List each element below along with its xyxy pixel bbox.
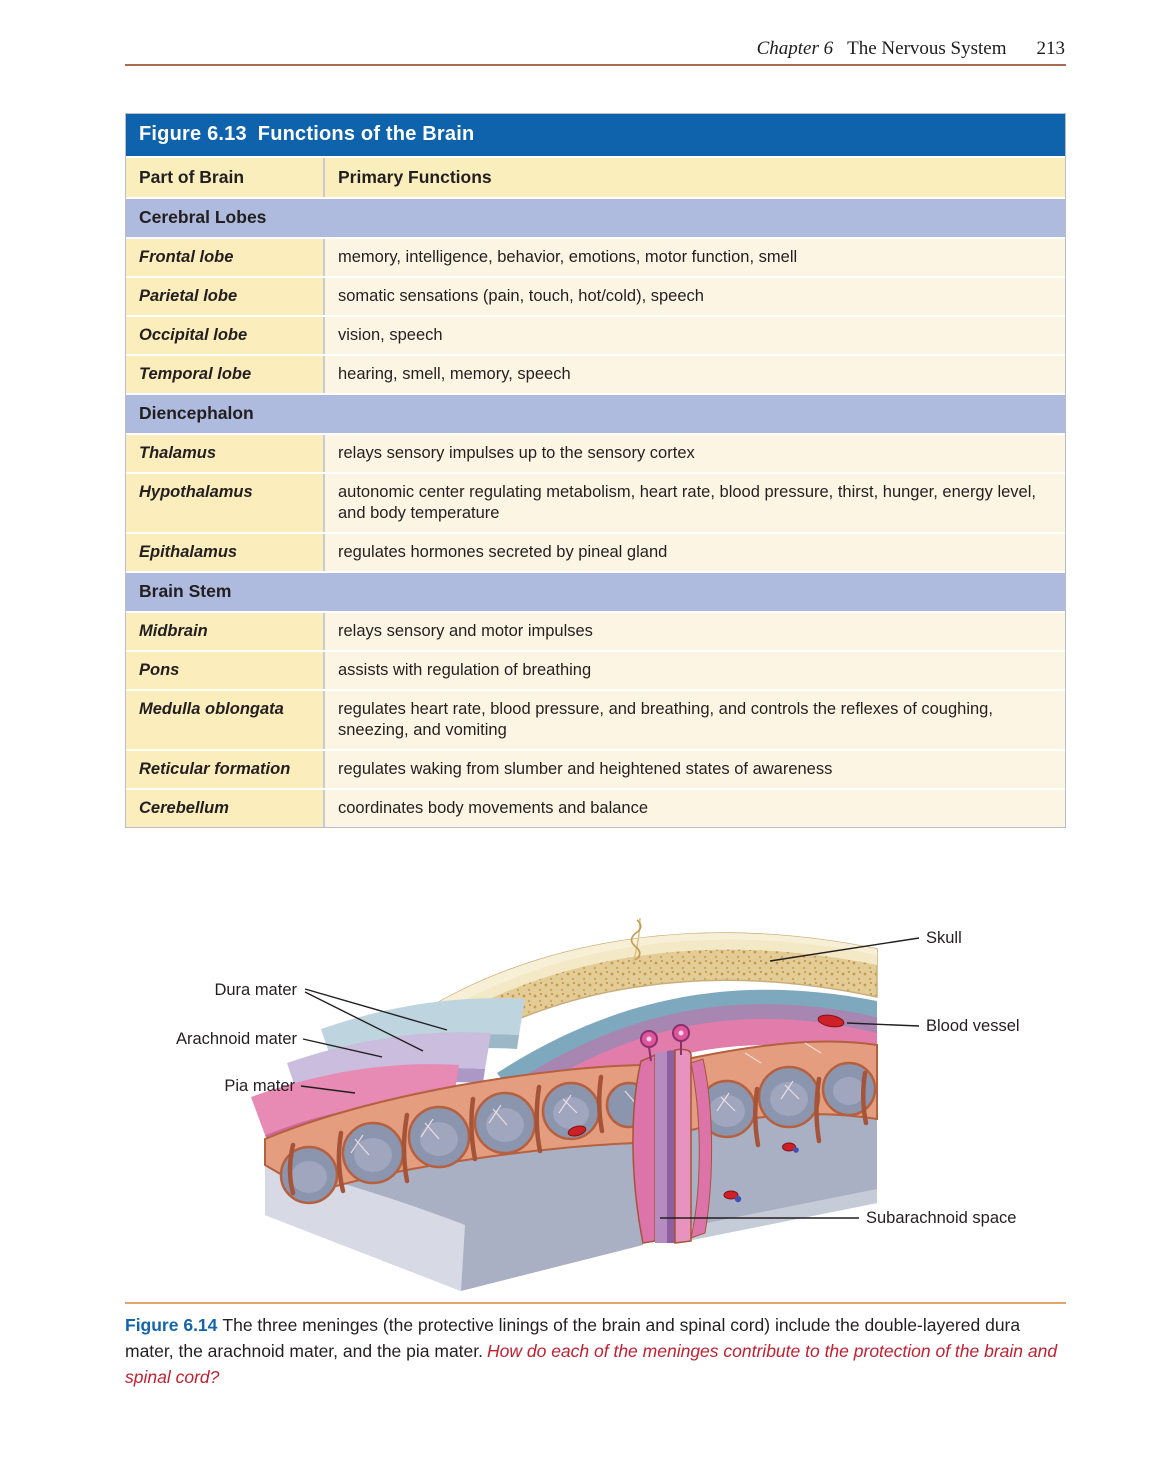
page-number: 213 — [1036, 38, 1066, 59]
chapter-label: Chapter 6 — [756, 38, 834, 59]
header-rule — [125, 64, 1066, 66]
arachnoid-leader — [302, 1038, 383, 1058]
label-skull: Skull — [926, 929, 962, 947]
label-blood-vessel: Blood vessel — [926, 1017, 1020, 1035]
fissure — [632, 1024, 713, 1244]
primary-functions-cell: relays sensory and motor impulses — [325, 613, 1065, 650]
primary-functions-cell: autonomic center regulating metabolism, … — [325, 474, 1065, 532]
suture-line — [630, 919, 642, 961]
primary-functions-cell: coordinates body movements and balance — [325, 790, 1065, 827]
primary-functions-cell: vision, speech — [325, 317, 1065, 354]
trabeculae — [350, 1042, 822, 1156]
leader-lines — [300, 937, 920, 1219]
primary-functions-cell: regulates waking from slumber and height… — [325, 751, 1065, 788]
column-header-part-of-brain: Part of Brain — [126, 158, 325, 197]
table-header-row: Part of Brain Primary Functions — [126, 156, 1065, 197]
primary-functions-cell: assists with regulation of breathing — [325, 652, 1065, 689]
caption-text: The three meninges (the protective linin… — [125, 1315, 1021, 1361]
chapter-title: The Nervous System — [847, 38, 1007, 59]
label-pia-mater: Pia mater — [224, 1077, 295, 1095]
part-of-brain-cell: Medulla oblongata — [126, 691, 325, 749]
arachnoid-band — [507, 1004, 877, 1103]
column-header-primary-functions: Primary Functions — [338, 167, 492, 187]
primary-functions-cell: memory, intelligence, behavior, emotions… — [325, 239, 1065, 276]
pia-leader — [300, 1085, 356, 1094]
label-arachnoid-mater: Arachnoid mater — [176, 1030, 298, 1048]
primary-functions-cell: regulates hormones secreted by pineal gl… — [325, 534, 1065, 571]
blood-vessels — [567, 1014, 845, 1203]
blood-vessel-leader — [846, 1022, 920, 1027]
caption-question: How do each of the meninges contribute t… — [125, 1341, 1058, 1387]
primary-functions-cell: hearing, smell, memory, speech — [325, 356, 1065, 393]
sulci — [287, 1070, 869, 1196]
section-header-diencephalon: Diencephalon — [126, 393, 1065, 433]
label-subarachnoid-space: Subarachnoid space — [866, 1209, 1016, 1227]
table-title-text: Functions of the Brain — [257, 123, 475, 145]
section-header-brain-stem: Brain Stem — [126, 571, 1065, 611]
part-of-brain-cell: Temporal lobe — [126, 356, 325, 393]
skull-leader — [769, 937, 920, 962]
part-of-brain-cell: Pons — [126, 652, 325, 689]
primary-functions-cell: somatic sensations (pain, touch, hot/col… — [325, 278, 1065, 315]
part-of-brain-cell: Epithalamus — [126, 534, 325, 571]
figure-6-13-table: Figure 6.13 Functions of the Brain Part o… — [125, 113, 1066, 828]
part-of-brain-cell: Midbrain — [126, 613, 325, 650]
primary-functions-cell: regulates heart rate, blood pressure, an… — [325, 691, 1065, 749]
part-of-brain-cell: Thalamus — [126, 435, 325, 472]
label-dura-mater: Dura mater — [214, 981, 297, 999]
primary-functions-cell: relays sensory impulses up to the sensor… — [325, 435, 1065, 472]
part-of-brain-cell: Cerebellum — [126, 790, 325, 827]
section-header-cerebral-lobes: Cerebral Lobes — [126, 197, 1065, 237]
part-of-brain-cell: Occipital lobe — [126, 317, 325, 354]
table-title-bar: Figure 6.13 Functions of the Brain — [126, 114, 1065, 156]
dura-band — [497, 989, 877, 1089]
pia-slab — [251, 1064, 459, 1135]
running-head: Chapter 6 The Nervous System 213 — [757, 38, 1065, 60]
skull-graphic — [416, 917, 878, 1067]
part-of-brain-cell: Parietal lobe — [126, 278, 325, 315]
part-of-brain-cell: Hypothalamus — [126, 474, 325, 532]
dura-leader-1 — [304, 988, 448, 1031]
meninges-illustration: Dura mater Arachnoid mater Pia mater Sku… — [176, 917, 1020, 1291]
part-of-brain-cell: Frontal lobe — [126, 239, 325, 276]
caption-rule — [125, 1302, 1066, 1304]
caption-figure-label: Figure 6.14 — [125, 1315, 218, 1335]
dura-leader-2 — [304, 991, 424, 1052]
table-figure-label: Figure 6.13 — [139, 123, 247, 145]
part-of-brain-cell: Reticular formation — [126, 751, 325, 788]
